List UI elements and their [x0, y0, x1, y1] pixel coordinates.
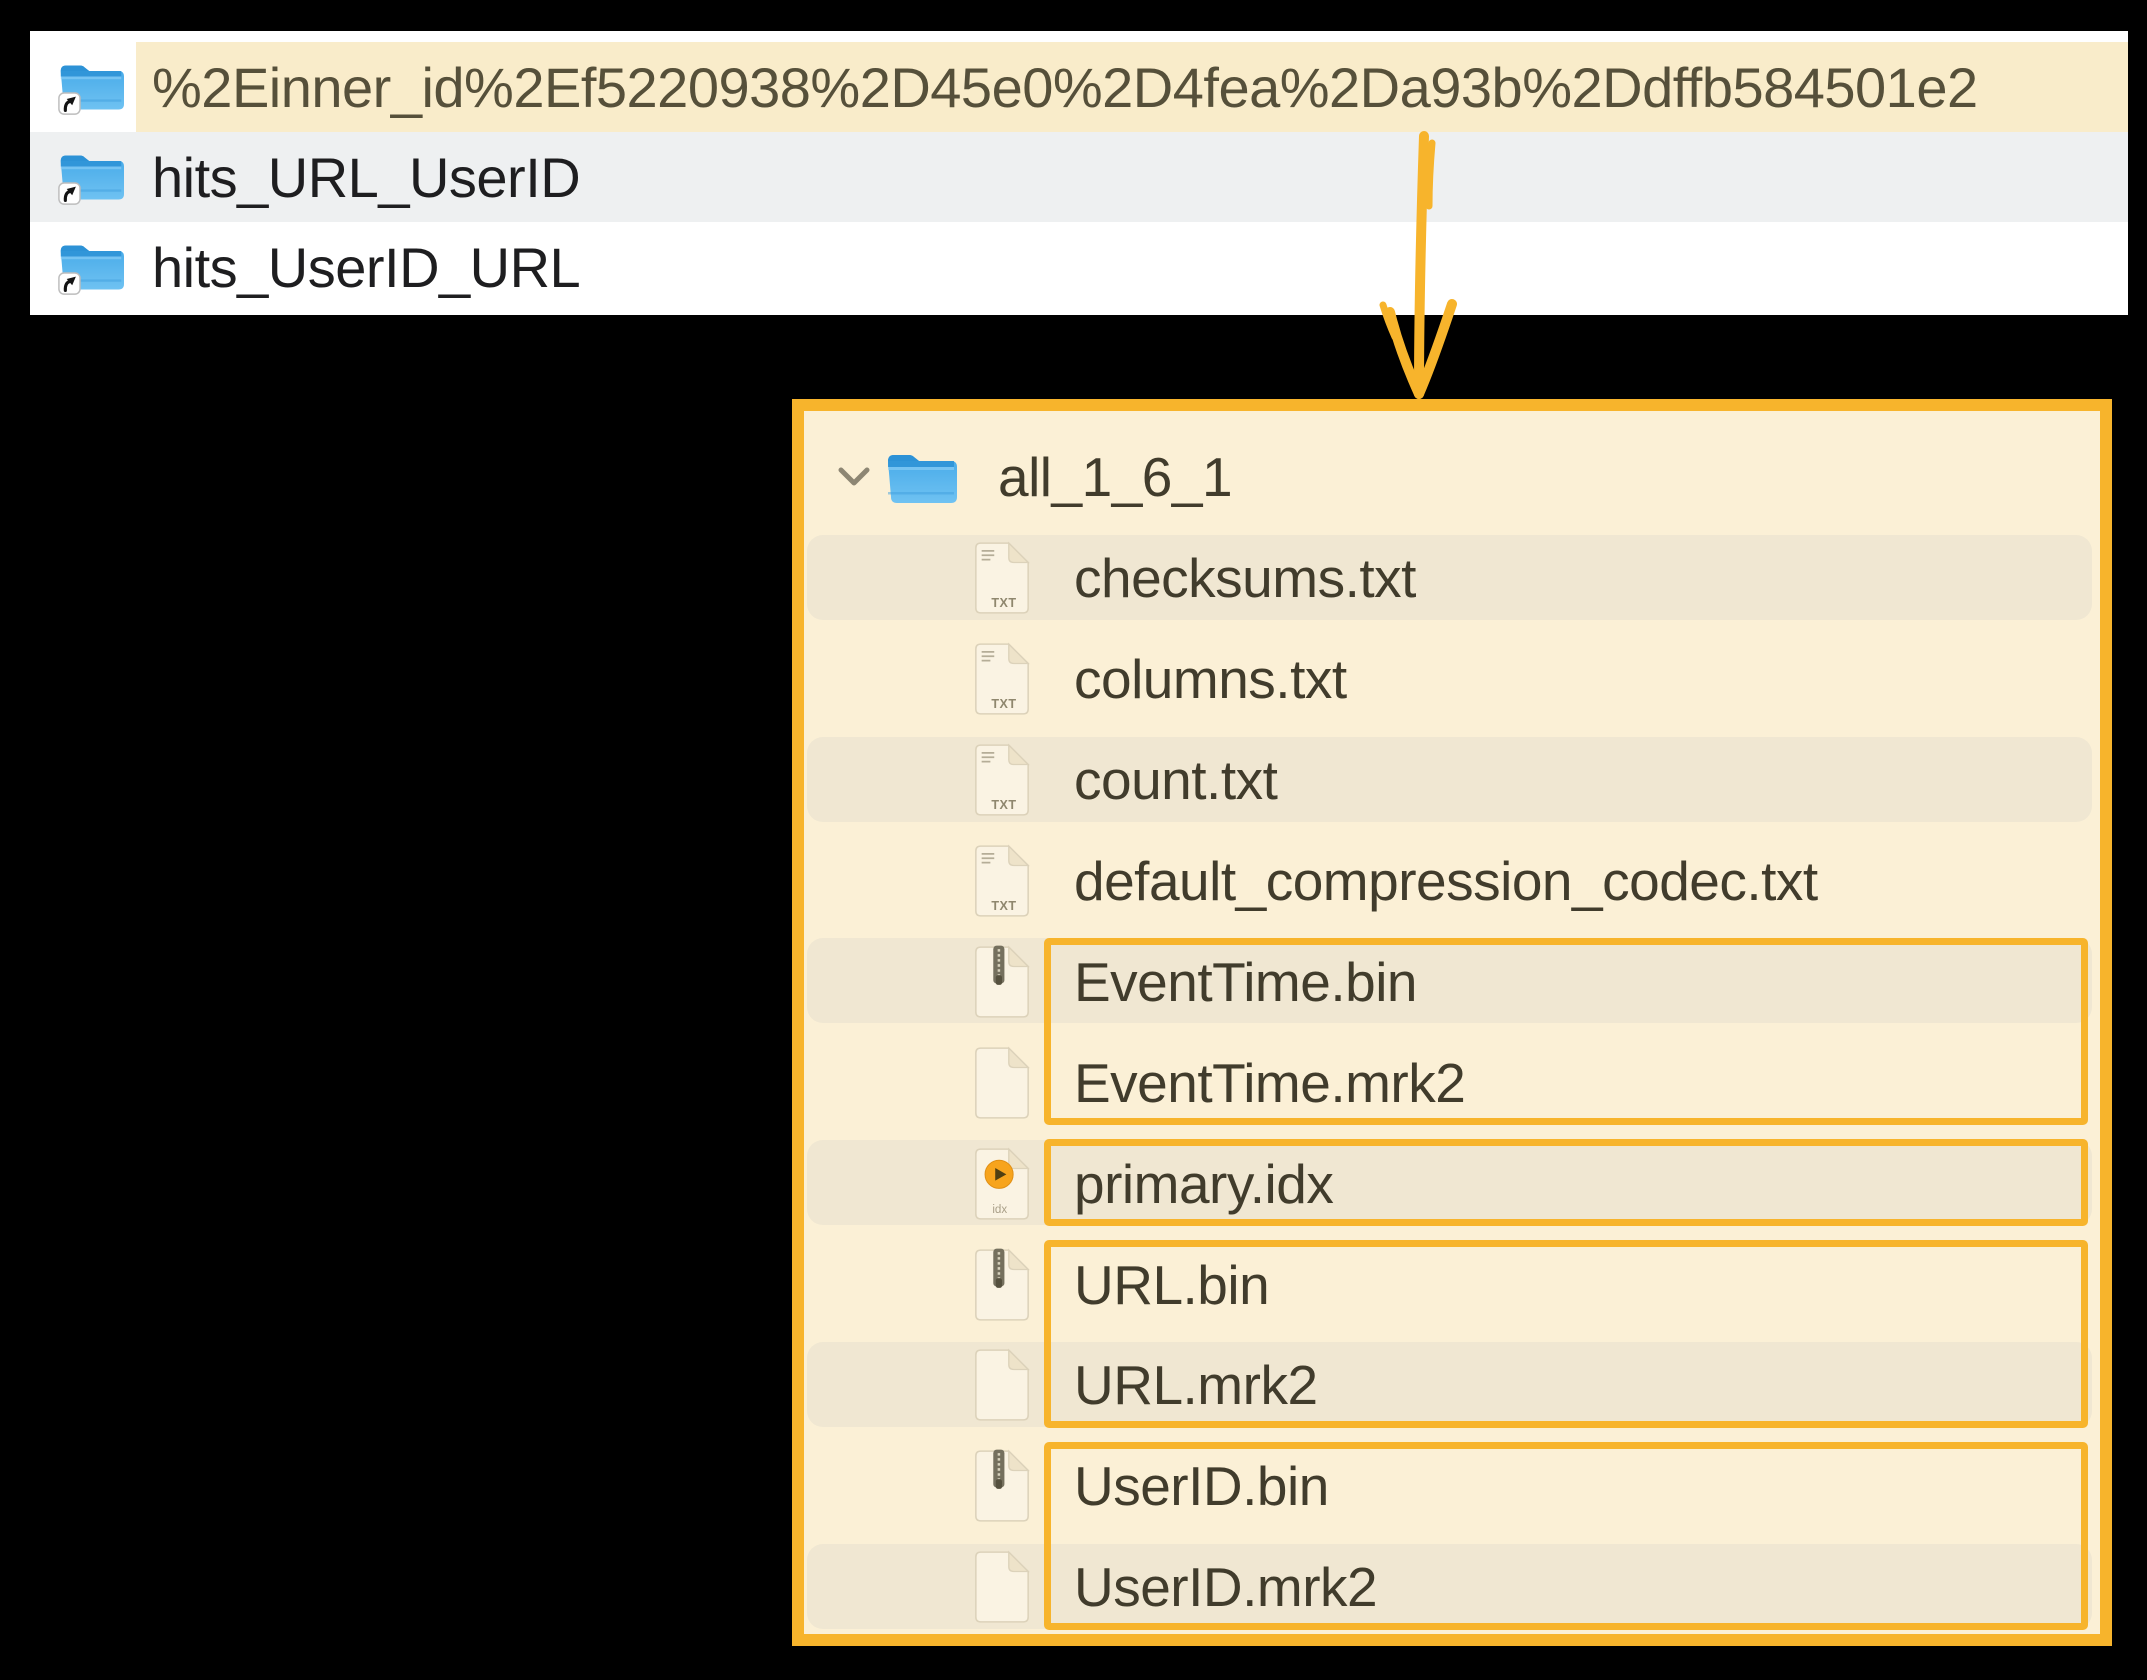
tree-row[interactable]: EventTime.bin [804, 931, 2100, 1032]
folder-alias-icon [58, 59, 124, 116]
idx-file-icon [971, 1145, 1033, 1223]
item-label: hits_URL_UserID [152, 145, 581, 209]
folder-alias-icon [58, 149, 124, 206]
folder-alias-icon [58, 239, 124, 296]
finder-list: %2Einner_id%2Ef5220938%2D45e0%2D4fea%2Da… [30, 31, 2128, 315]
tree-row-label: UserID.bin [1074, 1455, 1329, 1518]
txt-file-icon [971, 741, 1033, 819]
root-folder-label: all_1_6_1 [998, 446, 1233, 509]
tree-row[interactable]: default_compression_codec.txt [804, 831, 2100, 932]
chevron-down-icon[interactable] [837, 465, 871, 489]
mrk2-file-icon [971, 1548, 1033, 1626]
tree-row[interactable]: URL.mrk2 [804, 1335, 2100, 1436]
tree-row[interactable]: checksums.txt [804, 528, 2100, 629]
tree-row[interactable]: UserID.bin [804, 1436, 2100, 1537]
item-label: hits_UserID_URL [152, 235, 581, 299]
tree-row-label: EventTime.bin [1074, 950, 1418, 1013]
list-item[interactable]: hits_UserID_URL [30, 222, 2128, 312]
tree-root-row[interactable]: all_1_6_1 [804, 427, 2100, 528]
txt-file-icon [971, 640, 1033, 718]
list-item[interactable]: hits_URL_UserID [30, 132, 2128, 222]
tree-row[interactable]: count.txt [804, 730, 2100, 831]
bin-file-icon [971, 1246, 1033, 1324]
bin-file-icon [971, 943, 1033, 1021]
tree-row[interactable]: columns.txt [804, 629, 2100, 730]
txt-file-icon [971, 842, 1033, 920]
mrk2-file-icon [971, 1346, 1033, 1424]
tree-panel: all_1_6_1 checksums.txt columns.txt coun… [792, 399, 2112, 1646]
tree-row-label: primary.idx [1074, 1152, 1334, 1215]
tree-row-label: UserID.mrk2 [1074, 1556, 1378, 1619]
txt-file-icon [971, 539, 1033, 617]
folder-icon [885, 448, 957, 506]
tree-row-label: checksums.txt [1074, 547, 1416, 610]
bin-file-icon [971, 1447, 1033, 1525]
tree-row-label: URL.bin [1074, 1253, 1270, 1316]
tree-row-label: count.txt [1074, 749, 1278, 812]
item-name-cell: hits_UserID_URL [136, 222, 2128, 312]
tree-row-label: columns.txt [1074, 648, 1347, 711]
item-name-cell: hits_URL_UserID [136, 132, 2128, 222]
tree-row-label: default_compression_codec.txt [1074, 850, 1818, 912]
item-name-cell: %2Einner_id%2Ef5220938%2D45e0%2D4fea%2Da… [136, 42, 2128, 132]
tree-row-label: EventTime.mrk2 [1074, 1051, 1466, 1114]
tree-row[interactable]: URL.bin [804, 1234, 2100, 1335]
tree-row[interactable]: UserID.mrk2 [804, 1537, 2100, 1638]
item-label: %2Einner_id%2Ef5220938%2D45e0%2D4fea%2Da… [152, 55, 1978, 119]
tree-row[interactable]: primary.idx [804, 1133, 2100, 1234]
list-item[interactable]: %2Einner_id%2Ef5220938%2D45e0%2D4fea%2Da… [30, 42, 2128, 132]
tree-row[interactable]: EventTime.mrk2 [804, 1032, 2100, 1133]
tree-row-label: URL.mrk2 [1074, 1354, 1318, 1417]
mrk2-file-icon [971, 1044, 1033, 1122]
